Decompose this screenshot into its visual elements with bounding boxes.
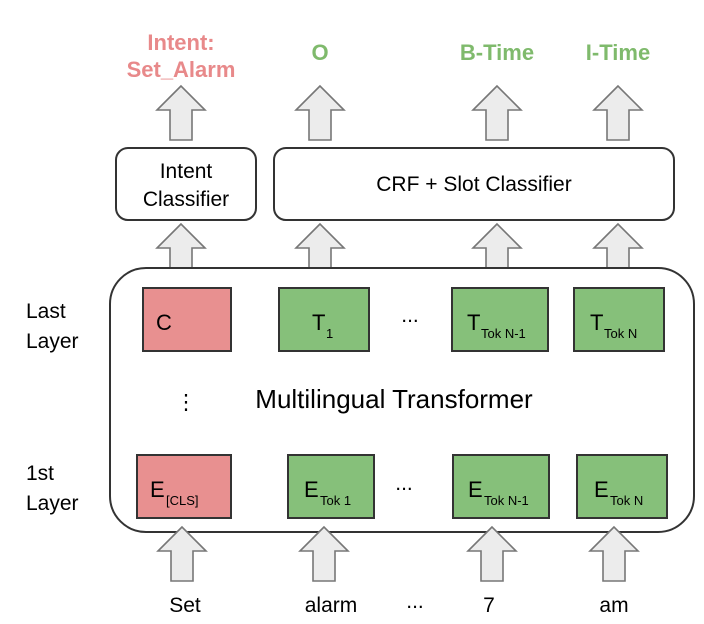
intent-output-line1: Intent: — [147, 30, 214, 55]
token-c-box — [142, 287, 232, 352]
up-arrow-icon — [593, 85, 643, 141]
first-layer-label-line1: 1st — [26, 462, 54, 485]
token-en-box — [576, 454, 668, 519]
intent-classifier-line2: Classifier — [143, 188, 229, 211]
token-tn1-box — [451, 287, 549, 352]
up-arrow-icon — [467, 526, 517, 582]
token-en-sub: Tok N — [610, 493, 643, 508]
token-c-label: C — [156, 310, 172, 335]
token-en1-sub: Tok N-1 — [484, 493, 529, 508]
token-t1-main: T — [312, 310, 325, 335]
token-tn-box — [573, 287, 665, 352]
token-tn-sub: Tok N — [604, 326, 637, 341]
token-tn1-sub: Tok N-1 — [481, 326, 526, 341]
up-arrow-icon — [472, 85, 522, 141]
slot-classifier-box — [273, 147, 675, 221]
last-layer-label-line2: Layer — [26, 330, 79, 353]
input-word-am: am — [599, 594, 628, 617]
token-ecls-sub: [CLS] — [166, 493, 199, 508]
slot-output-b-time: B-Time — [460, 40, 534, 65]
token-en-main: E — [594, 477, 609, 502]
last-layer-label-line1: Last — [26, 300, 66, 323]
up-arrow-icon — [589, 526, 639, 582]
up-arrow-icon — [295, 85, 345, 141]
token-en1-main: E — [468, 477, 483, 502]
input-word-7: 7 — [483, 594, 495, 617]
intent-classifier-line1: Intent — [160, 160, 213, 183]
token-t1-sub: 1 — [326, 326, 333, 341]
token-t1-box — [278, 287, 370, 352]
token-tn1-main: T — [467, 310, 480, 335]
slot-output-i-time: I-Time — [586, 40, 650, 65]
input-ellipsis: ... — [406, 590, 424, 613]
input-word-alarm: alarm — [305, 594, 358, 617]
intent-classifier-box — [115, 147, 257, 221]
intent-output-line2: Set_Alarm — [127, 57, 236, 82]
up-arrow-icon — [299, 526, 349, 582]
token-e1-main: E — [304, 477, 319, 502]
token-ecls-main: E — [150, 477, 165, 502]
slot-classifier-label: CRF + Slot Classifier — [376, 173, 571, 196]
token-e1-box — [287, 454, 375, 519]
up-arrow-icon — [157, 526, 207, 582]
token-ecls-box — [136, 454, 232, 519]
token-e1-sub: Tok 1 — [320, 493, 351, 508]
first-layer-label-line2: Layer — [26, 492, 79, 515]
token-en1-box — [452, 454, 550, 519]
transformer-title: Multilingual Transformer — [255, 384, 533, 414]
vertical-ellipsis: ⋮ — [176, 391, 197, 414]
token-tn-main: T — [590, 310, 603, 335]
up-arrow-icon — [156, 85, 206, 141]
input-word-set: Set — [169, 594, 201, 617]
first-row-ellipsis: ... — [395, 472, 413, 495]
last-row-ellipsis: ... — [401, 304, 419, 327]
slot-output-o: O — [311, 40, 328, 65]
